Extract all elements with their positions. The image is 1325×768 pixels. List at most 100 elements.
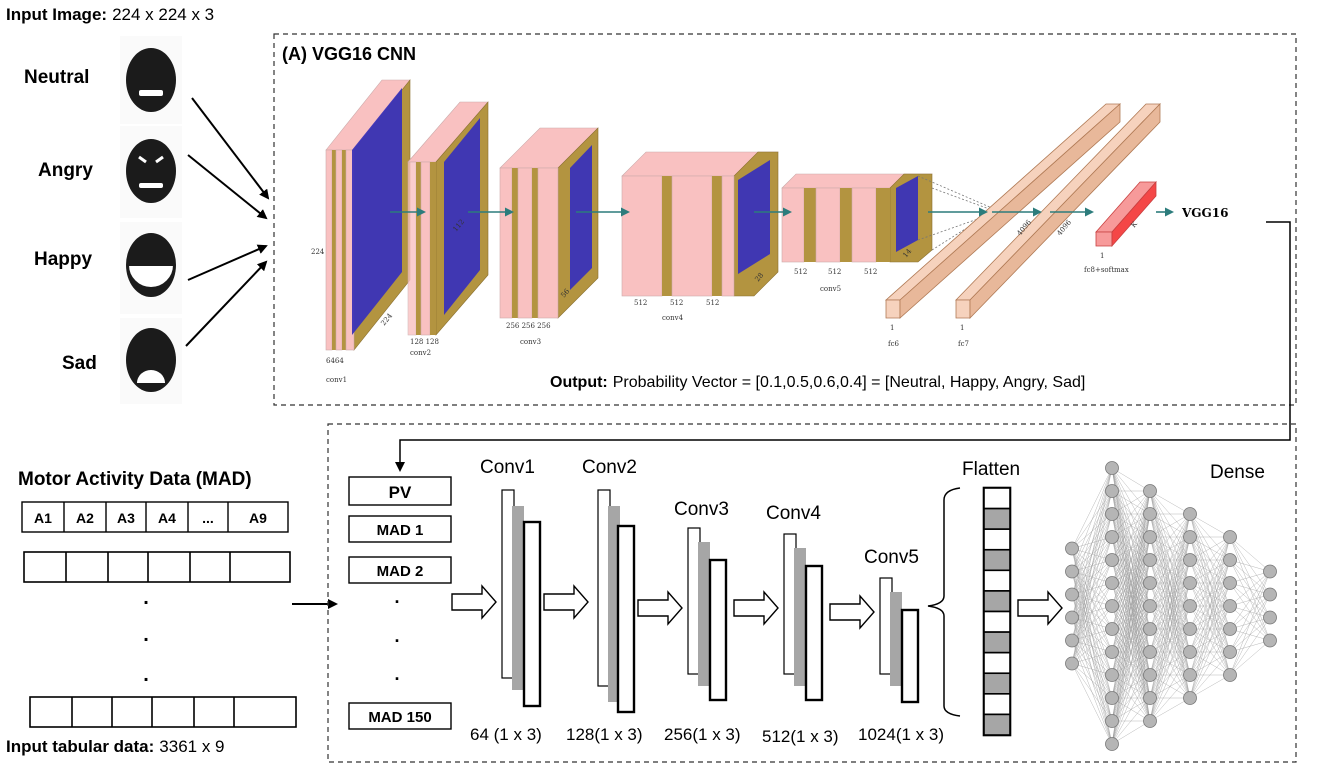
vgg-ch-512a: 512 bbox=[634, 299, 647, 307]
dense-node bbox=[1143, 553, 1157, 567]
dense-edge bbox=[1189, 536, 1231, 653]
connector-vgg-to-pv bbox=[395, 221, 1291, 472]
dense-edge bbox=[1149, 490, 1191, 515]
dense-edge bbox=[1111, 490, 1151, 722]
cnn-conv5-block: Conv5 1024(1 x 3) bbox=[858, 547, 944, 744]
vgg-layer-fc6: fc6 bbox=[888, 340, 900, 348]
conv2-label: Conv2 bbox=[582, 457, 637, 478]
flatten-cell bbox=[983, 693, 1011, 716]
dense-edge bbox=[1229, 571, 1271, 653]
dense-node bbox=[1223, 622, 1237, 636]
happy-face-icon bbox=[126, 233, 176, 297]
vgg-layer-conv2: conv2 bbox=[410, 349, 431, 357]
dense-node bbox=[1105, 737, 1119, 751]
cnn1d-dashed-border bbox=[327, 423, 1297, 763]
flatten-cell bbox=[983, 610, 1011, 633]
dense-edge bbox=[1149, 513, 1191, 630]
dense-node bbox=[1143, 484, 1157, 498]
dense-node bbox=[1183, 645, 1197, 659]
flatten-cell bbox=[983, 713, 1011, 736]
input-pv: PV bbox=[389, 483, 412, 502]
dense-edge bbox=[1189, 651, 1231, 699]
conv4-filters: 512(1 x 3) bbox=[762, 727, 839, 746]
flatten-label: Flatten bbox=[962, 459, 1020, 480]
dense-edge bbox=[1189, 536, 1231, 699]
dense-node bbox=[1065, 656, 1079, 671]
emotion-label-happy: Happy bbox=[34, 249, 93, 270]
vgg16-dashed-border bbox=[273, 33, 1297, 406]
flatten-cell bbox=[983, 672, 1011, 695]
vgg16-output-label: VGG16 bbox=[1181, 206, 1229, 220]
mad-header-a1: A1 bbox=[34, 510, 52, 526]
sad-face-icon bbox=[126, 328, 176, 392]
vgg-dim-28: 28 bbox=[753, 271, 765, 283]
vgg-ch-1a: 1 bbox=[890, 324, 894, 332]
dense-edge bbox=[1111, 697, 1151, 745]
dense-node bbox=[1223, 530, 1237, 544]
mad-header-a9: A9 bbox=[249, 510, 267, 526]
dense-edge bbox=[1071, 490, 1113, 664]
dense-edge bbox=[1071, 467, 1113, 618]
dense-edge bbox=[1229, 571, 1271, 607]
dense-edge bbox=[1071, 467, 1113, 641]
dense-edge bbox=[1111, 490, 1151, 676]
dense-edge bbox=[1189, 628, 1231, 699]
dense-node bbox=[1143, 645, 1157, 659]
flatten-cell bbox=[983, 631, 1011, 654]
dense-edge bbox=[1071, 651, 1113, 664]
dense-node bbox=[1143, 691, 1157, 705]
input-mad2: MAD 2 bbox=[377, 563, 424, 580]
dense-edge bbox=[1189, 536, 1231, 561]
dense-edge bbox=[1111, 674, 1151, 745]
conv5-filters: 1024(1 x 3) bbox=[858, 725, 944, 744]
mad-header-row: A1 A2 A3 A4 ... A9 bbox=[21, 501, 289, 533]
mad-title: Motor Activity Data (MAD) bbox=[18, 469, 252, 490]
dense-node bbox=[1065, 564, 1079, 579]
vgg-conv1-block bbox=[325, 79, 411, 351]
dense-node bbox=[1105, 599, 1119, 613]
dense-node bbox=[1105, 553, 1119, 567]
dense-node bbox=[1143, 599, 1157, 613]
dense-node bbox=[1065, 541, 1079, 556]
cnn-input-stack: PV MAD 1 MAD 2 . . . MAD 150 bbox=[348, 476, 452, 730]
input-dot-1: . bbox=[394, 587, 399, 607]
mad-header-a2: A2 bbox=[76, 510, 94, 526]
dense-edge bbox=[1111, 513, 1151, 745]
vgg-ch-512e: 512 bbox=[828, 268, 841, 276]
emotion-label-neutral: Neutral bbox=[24, 67, 89, 88]
cnn-conv1-block: Conv1 64 (1 x 3) bbox=[470, 457, 542, 744]
dense-node bbox=[1183, 599, 1197, 613]
dense-node bbox=[1105, 530, 1119, 544]
cnn1d-panel: PV MAD 1 MAD 2 . . . MAD 150 Conv1 6 bbox=[327, 423, 1297, 763]
dense-edge bbox=[1149, 651, 1191, 722]
dense-node bbox=[1143, 576, 1157, 590]
arrow-sad-to-vgg bbox=[185, 260, 268, 347]
dense-edge bbox=[1229, 617, 1271, 676]
dense-edge bbox=[1149, 513, 1191, 538]
dense-node bbox=[1223, 668, 1237, 682]
mad-data-row-last bbox=[29, 696, 297, 728]
vgg-ch-512b: 512 bbox=[670, 299, 683, 307]
dense-edge bbox=[1111, 651, 1151, 745]
dense-node bbox=[1105, 714, 1119, 728]
dense-edge bbox=[1149, 628, 1191, 722]
vgg-ch-128: 128 128 bbox=[410, 338, 439, 346]
mad-header-a4: A4 bbox=[158, 510, 176, 526]
dense-edge bbox=[1189, 536, 1231, 584]
input-dot-3: . bbox=[394, 664, 399, 684]
dense-edge bbox=[1071, 467, 1113, 595]
dense-node bbox=[1223, 599, 1237, 613]
dense-edge bbox=[1229, 571, 1271, 584]
mad-header-ellipsis: ... bbox=[202, 510, 214, 526]
input-dot-2: . bbox=[394, 626, 399, 646]
flatten-cell bbox=[983, 548, 1011, 572]
dense-edge bbox=[1111, 720, 1151, 745]
mad-data-row-first bbox=[23, 551, 291, 583]
neutral-face-icon bbox=[126, 48, 176, 112]
dense-edge bbox=[1111, 490, 1151, 745]
dense-edge bbox=[1149, 559, 1191, 722]
dense-edge bbox=[1189, 536, 1231, 607]
dense-node bbox=[1105, 645, 1119, 659]
dense-edge bbox=[1189, 674, 1231, 699]
